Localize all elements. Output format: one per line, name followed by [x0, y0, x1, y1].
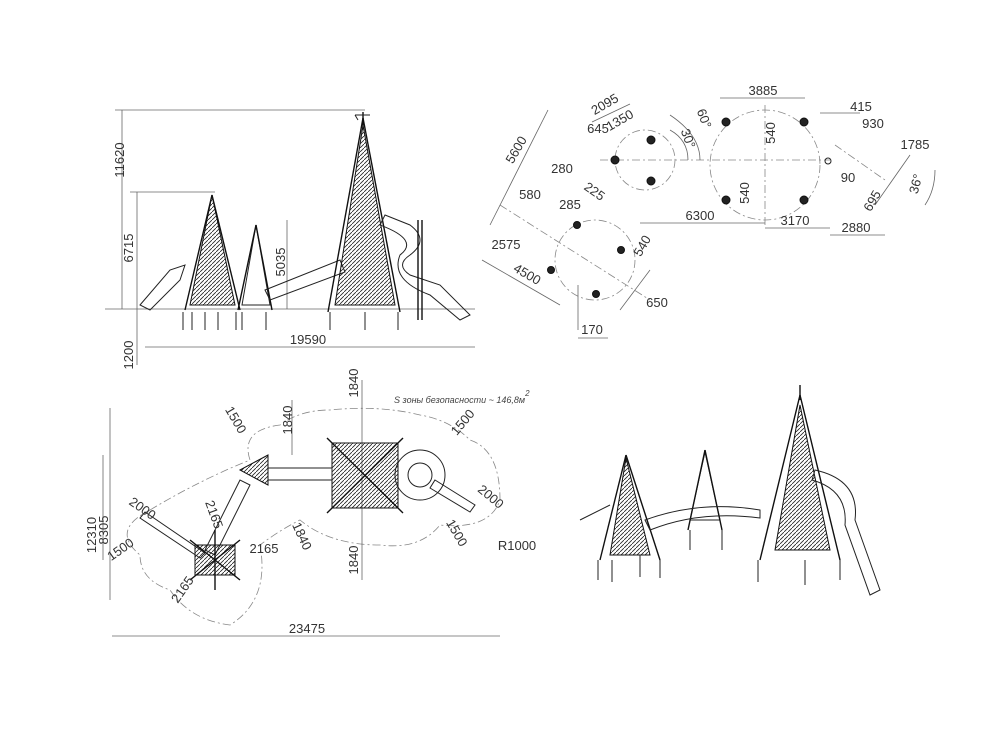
dim-setout: 540 [763, 122, 778, 144]
dim-plan-length: 23475 [289, 621, 325, 636]
dim-setout: 90 [841, 170, 855, 185]
side-elevation [105, 109, 475, 365]
dim-plan: 1840 [346, 369, 361, 398]
dim-setout: 2575 [492, 237, 521, 252]
dim-plan-radius: R1000 [498, 538, 536, 553]
safety-area-text: S зоны безопасности ~ 146,8м [394, 395, 525, 405]
dim-plan: 2165 [168, 573, 197, 605]
dim-plan: 1500 [222, 403, 249, 436]
dim-foundation-depth: 1200 [121, 341, 136, 370]
dim-setout: 695 [860, 188, 884, 214]
safety-area-sup: 2 [524, 389, 530, 398]
dim-total-height: 11620 [112, 142, 127, 177]
dim-plan-overall-width: 12310 [84, 517, 99, 553]
dim-angle: 30° [678, 127, 699, 151]
dim-setout: 5600 [502, 133, 529, 166]
dim-setout: 6300 [686, 208, 715, 223]
dim-plan: 2165 [202, 498, 226, 530]
dim-setout: 3170 [781, 213, 810, 228]
isometric-view [579, 385, 881, 596]
dim-angle: 60° [694, 107, 715, 131]
dim-setout: 2880 [842, 220, 871, 235]
dim-setout: 285 [559, 197, 581, 212]
dim-setout: 930 [862, 116, 884, 131]
dim-elevation-length: 19590 [290, 332, 326, 347]
dim-setout: 650 [646, 295, 668, 310]
dim-setout: 1785 [901, 137, 930, 152]
dim-plan: 1840 [289, 520, 315, 553]
setout-plan [481, 97, 936, 339]
dim-plan: 1500 [443, 516, 470, 549]
dim-plan: 2000 [475, 482, 507, 512]
dim-mid-tower-height: 5035 [273, 248, 288, 277]
safety-area-note: S зоны безопасности ~ 146,8м2 [394, 389, 530, 405]
dim-setout: 540 [630, 233, 654, 259]
dim-plan: 1840 [346, 546, 361, 575]
top-plan [102, 380, 501, 637]
dim-plan-width: 8305 [96, 516, 111, 545]
dim-setout: 280 [551, 161, 573, 176]
dim-setout: 170 [581, 322, 603, 337]
dim-setout: 540 [737, 182, 752, 204]
dim-setout: 645 [587, 121, 609, 136]
dim-plan: 1500 [448, 406, 478, 438]
dim-setout: 415 [850, 99, 872, 114]
dim-setout: 4500 [511, 260, 544, 287]
dim-plan: 1840 [280, 406, 295, 435]
dim-plan: 2000 [126, 494, 158, 523]
dim-small-tower-height: 6715 [121, 234, 136, 263]
dim-setout: 580 [519, 187, 541, 202]
dim-setout: 225 [581, 179, 607, 204]
dim-plan: 2165 [250, 541, 279, 556]
dim-angle: 36° [906, 172, 926, 195]
dim-setout: 3885 [749, 83, 778, 98]
